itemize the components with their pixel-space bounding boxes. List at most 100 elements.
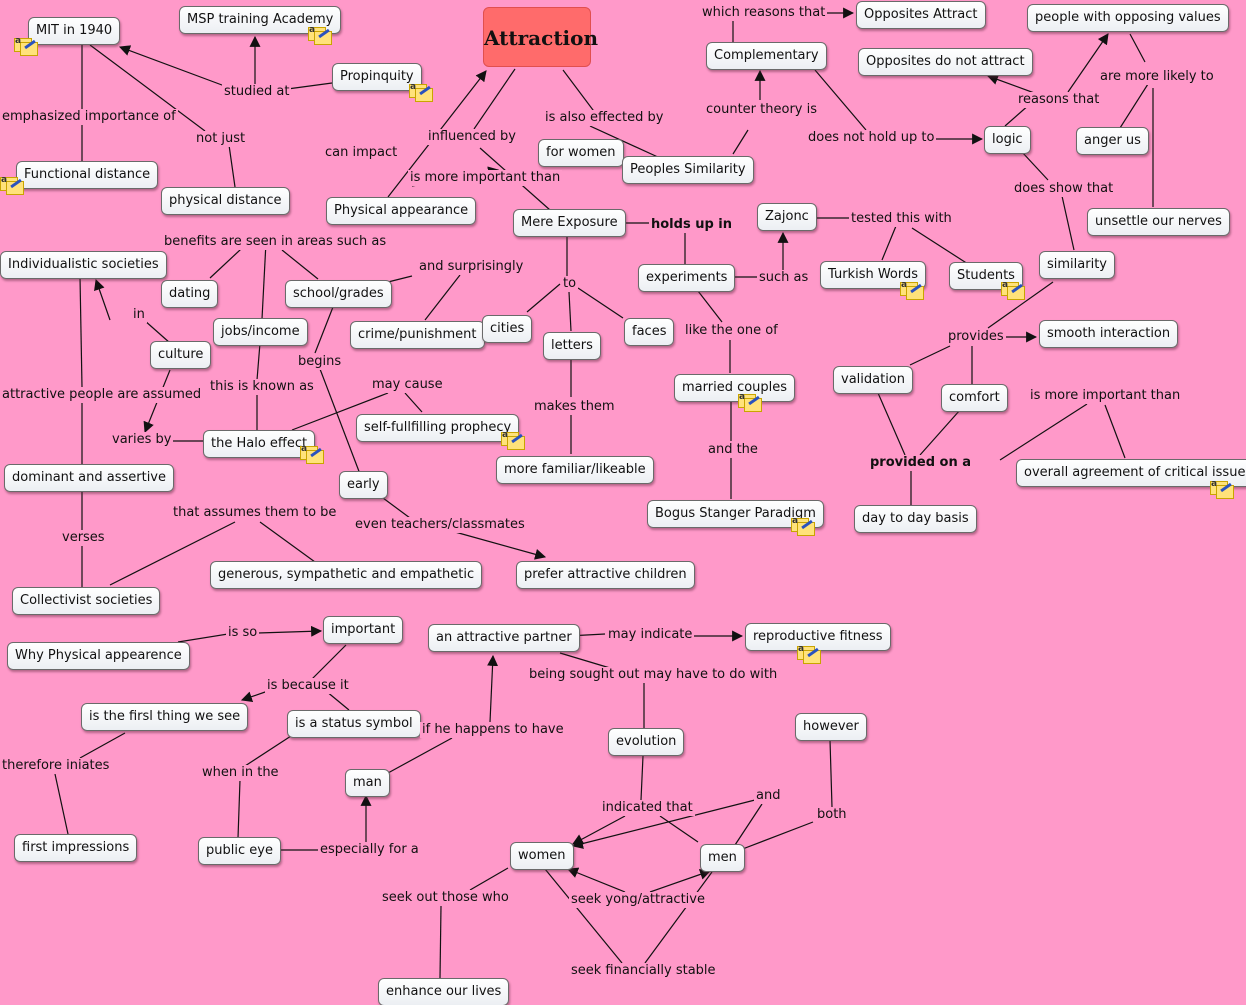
- concept-attraction[interactable]: Attraction: [483, 7, 598, 67]
- concept-early[interactable]: early: [339, 471, 388, 499]
- resource-attachment-icon[interactable]: a: [300, 444, 326, 464]
- resource-attachment-icon[interactable]: a: [1210, 479, 1236, 499]
- concept-generous[interactable]: generous, sympathetic and empathetic: [210, 561, 483, 589]
- concept-status-symbol[interactable]: is a status symbol: [287, 710, 421, 738]
- concept-physical-appearance[interactable]: Physical appearance: [326, 197, 477, 225]
- concept-mit-1940[interactable]: MIT in 1940: [28, 17, 121, 45]
- link-label-like-one-of: like the one of: [683, 323, 780, 339]
- link-label-provided-on: provided on a: [868, 455, 974, 471]
- concept-functional-distance[interactable]: Functional distance: [16, 161, 159, 189]
- concept-halo-effect[interactable]: the Halo effect: [203, 430, 316, 458]
- link-label-indicated-that: indicated that: [600, 800, 695, 816]
- link-label-more-likely: are more likely to: [1098, 69, 1216, 85]
- link-label-when-in: when in the: [200, 765, 281, 781]
- concept-for-women[interactable]: for women: [538, 139, 624, 167]
- link-label-does-show: does show that: [1012, 181, 1116, 197]
- link-label-makes-them: makes them: [532, 399, 617, 415]
- link-label-to: to: [561, 276, 579, 292]
- concept-man[interactable]: man: [345, 769, 390, 797]
- link-label-known-as: this is known as: [208, 379, 316, 395]
- resource-attachment-icon[interactable]: a: [0, 175, 26, 195]
- link-label-may-indicate: may indicate: [606, 627, 695, 643]
- concept-anger-us[interactable]: anger us: [1076, 127, 1149, 155]
- link-label-may-cause: may cause: [370, 377, 445, 393]
- concept-evolution[interactable]: evolution: [608, 728, 685, 756]
- link-label-influenced-by: influenced by: [426, 129, 518, 145]
- resource-attachment-icon[interactable]: a: [308, 25, 334, 45]
- concept-overall-agreement[interactable]: overall agreement of critical issues: [1016, 459, 1246, 487]
- concept-mere-exposure[interactable]: Mere Exposure: [513, 209, 626, 237]
- resource-attachment-icon[interactable]: a: [501, 430, 527, 450]
- link-label-such-as: such as: [757, 270, 811, 286]
- link-label-verses: verses: [60, 530, 107, 546]
- link-label-seek-out: seek out those who: [380, 890, 511, 906]
- link-label-therefore: therefore iniates: [0, 758, 112, 774]
- link-label-both: both: [815, 807, 849, 823]
- concept-women[interactable]: women: [510, 842, 574, 870]
- concept-faces[interactable]: faces: [624, 318, 675, 346]
- concept-propinquity[interactable]: Propinquity: [332, 63, 422, 91]
- concept-men[interactable]: men: [700, 844, 745, 872]
- concept-however[interactable]: however: [795, 713, 867, 741]
- resource-attachment-icon[interactable]: a: [738, 392, 764, 412]
- concept-experiments[interactable]: experiments: [638, 264, 736, 292]
- concept-enhance-lives[interactable]: enhance our lives: [378, 978, 510, 1005]
- concept-individualistic-societies[interactable]: Individualistic societies: [0, 251, 167, 279]
- concept-school-grades[interactable]: school/grades: [285, 280, 392, 308]
- concept-crime-punishment[interactable]: crime/punishment: [350, 321, 485, 349]
- link-label-and: and: [754, 788, 783, 804]
- link-label-and-the: and the: [706, 442, 760, 458]
- concept-first-impressions[interactable]: first impressions: [14, 834, 138, 862]
- resource-attachment-icon[interactable]: a: [409, 82, 435, 102]
- concept-cities[interactable]: cities: [482, 315, 533, 343]
- resource-attachment-icon[interactable]: a: [791, 516, 817, 536]
- concept-peoples-similarity[interactable]: Peoples Similarity: [622, 156, 754, 184]
- link-label-is-so: is so: [226, 625, 260, 641]
- link-label-being-sought: being sought out may have to do with: [527, 667, 780, 683]
- link-label-tested-with: tested this with: [849, 211, 954, 227]
- link-label-emphasized: emphasized importance of: [0, 109, 178, 125]
- concept-dominant-assertive[interactable]: dominant and assertive: [4, 464, 175, 492]
- link-label-seek-yong: seek yong/attractive: [569, 892, 707, 908]
- concept-married-couples[interactable]: married couples: [674, 374, 796, 402]
- link-label-attractive-assumed: attractive people are assumed: [0, 387, 204, 403]
- concept-why-physical[interactable]: Why Physical appearence: [7, 642, 190, 670]
- resource-attachment-icon[interactable]: a: [14, 36, 40, 56]
- concept-zajonc[interactable]: Zajonc: [757, 203, 817, 231]
- concept-day-to-day[interactable]: day to day basis: [854, 505, 977, 533]
- concept-complementary[interactable]: Complementary: [706, 42, 827, 70]
- concept-turkish-words[interactable]: Turkish Words: [820, 261, 927, 289]
- link-label-reasons-that: reasons that: [1016, 92, 1102, 108]
- resource-attachment-icon[interactable]: a: [900, 280, 926, 300]
- concept-jobs-income[interactable]: jobs/income: [213, 318, 308, 346]
- link-label-even-teachers: even teachers/classmates: [353, 517, 527, 533]
- concept-culture[interactable]: culture: [150, 341, 212, 369]
- concept-people-opposing-values[interactable]: people with opposing values: [1027, 4, 1229, 32]
- concept-self-fulfilling-prophecy[interactable]: self-fullfilling prophecy: [356, 414, 520, 442]
- concept-dating[interactable]: dating: [161, 280, 219, 308]
- concept-reproductive-fitness[interactable]: reproductive fitness: [745, 623, 891, 651]
- concept-collectivist-societies[interactable]: Collectivist societies: [12, 587, 161, 615]
- concept-letters[interactable]: letters: [543, 332, 601, 360]
- concept-unsettle-nerves[interactable]: unsettle our nerves: [1087, 208, 1230, 236]
- concept-public-eye[interactable]: public eye: [198, 837, 281, 865]
- resource-attachment-icon[interactable]: a: [797, 644, 823, 664]
- concept-opposites-do-not-attract[interactable]: Opposites do not attract: [858, 48, 1033, 76]
- concept-physical-distance[interactable]: physical distance: [161, 187, 290, 215]
- concept-important[interactable]: important: [323, 616, 404, 644]
- concept-more-familiar[interactable]: more familiar/likeable: [496, 456, 654, 484]
- concept-prefer-attractive-children[interactable]: prefer attractive children: [516, 561, 695, 589]
- link-label-not-hold-up: does not hold up to: [806, 130, 937, 146]
- concept-similarity[interactable]: similarity: [1039, 251, 1115, 279]
- concept-logic[interactable]: logic: [984, 126, 1031, 154]
- concept-validation[interactable]: validation: [833, 366, 914, 394]
- concept-first-thing[interactable]: is the firsl thing we see: [81, 703, 249, 731]
- resource-attachment-icon[interactable]: a: [1001, 280, 1027, 300]
- concept-opposites-attract[interactable]: Opposites Attract: [856, 1, 986, 29]
- concept-attractive-partner[interactable]: an attractive partner: [428, 624, 580, 652]
- link-label-can-impact: can impact: [323, 145, 400, 161]
- concept-smooth-interaction[interactable]: smooth interaction: [1039, 320, 1179, 348]
- link-label-which-reasons: which reasons that: [700, 5, 828, 21]
- concept-comfort[interactable]: comfort: [941, 384, 1008, 412]
